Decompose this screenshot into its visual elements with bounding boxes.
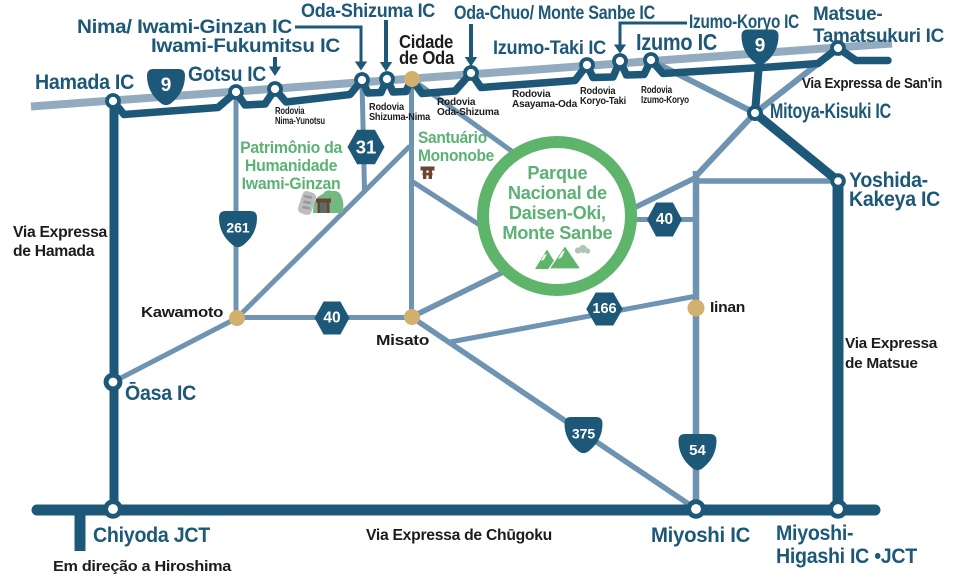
svg-text:375: 375 <box>572 426 596 442</box>
svg-text:40: 40 <box>323 310 340 327</box>
svg-text:9: 9 <box>161 75 172 96</box>
svg-text:166: 166 <box>592 301 616 317</box>
svg-text:261: 261 <box>226 220 250 236</box>
svg-text:31: 31 <box>356 137 377 158</box>
svg-text:9: 9 <box>755 35 766 56</box>
svg-text:54: 54 <box>689 442 706 459</box>
svg-text:40: 40 <box>656 211 673 228</box>
